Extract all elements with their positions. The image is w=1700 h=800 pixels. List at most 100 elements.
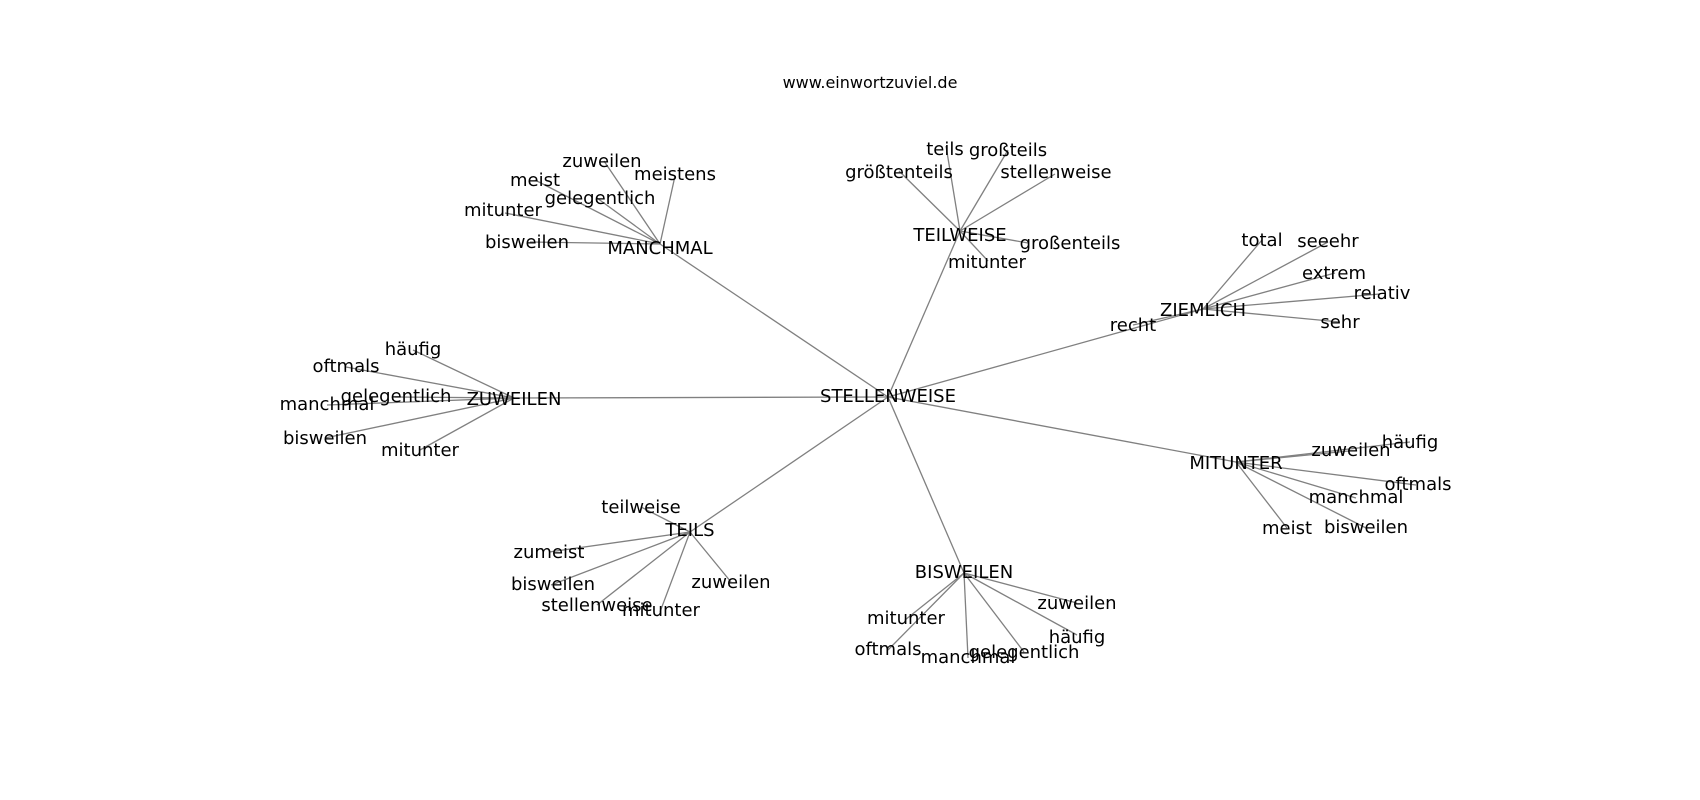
leaf-zuweilen-manchmal: manchmal [280, 394, 375, 415]
edge-center-teilweise [887, 230, 961, 398]
leaf-bisweilen-haeufig: häufig [1049, 627, 1106, 648]
edge-teils-stellenweise [596, 531, 691, 606]
cluster-label-zuweilen: ZUWEILEN [467, 389, 562, 410]
leaf-zuweilen-haeufig: häufig [385, 339, 442, 360]
node-labels: zuweilenmeistensmeistgelegentlichmitunte… [280, 139, 1452, 668]
cluster-label-ziemlich: ZIEMLICH [1160, 300, 1246, 321]
website-caption: www.einwortzuviel.de [783, 73, 958, 92]
edge-teilweise-mitunter [959, 230, 989, 262]
edge-manchmal-meistens [659, 175, 676, 245]
edge-zuweilen-manchmal [326, 397, 515, 406]
leaf-zuweilen-gelegentlich: gelegentlich [341, 386, 452, 407]
edge-manchmal-zuweilen [603, 160, 661, 245]
edge-mitunter-manchmal [1235, 461, 1357, 499]
edge-bisweilen-haeufig [963, 572, 1078, 636]
edge-mitunter-oftmals [1235, 461, 1417, 486]
edge-manchmal-mitunter [504, 212, 661, 245]
edge-bisweilen-zuweilen [963, 572, 1078, 604]
leaf-zuweilen-bisweilen: bisweilen [283, 428, 367, 449]
edge-center-mitunter [887, 396, 1237, 463]
leaf-manchmal-gelegentlich: gelegentlich [545, 188, 656, 209]
edge-center-manchmal [659, 243, 889, 398]
edge-teils-bisweilen [550, 531, 691, 586]
edge-teilweise-groesstenteils [898, 170, 961, 232]
edge-bisweilen-manchmal [963, 572, 969, 659]
edge-teilweise-stellenweise [959, 173, 1056, 232]
edge-zuweilen-mitunter [419, 397, 515, 451]
edge-bisweilen-oftmals [887, 572, 965, 651]
leaf-ziemlich-relativ: relativ [1354, 283, 1411, 304]
leaf-teils-mitunter: mitunter [622, 600, 701, 621]
edge-ziemlich-total [1202, 239, 1263, 310]
leaf-teils-stellenweise: stellenweise [541, 595, 652, 616]
leaf-teilweise-teils: teils [926, 139, 964, 160]
cluster-label-manchmal: MANCHMAL [607, 238, 712, 259]
leaf-bisweilen-mitunter: mitunter [867, 608, 946, 629]
leaf-teils-teilweise: teilweise [601, 497, 680, 518]
edge-ziemlich-seeehr [1202, 241, 1329, 310]
edge-mitunter-bisweilen [1235, 461, 1367, 529]
cluster-label-bisweilen: BISWEILEN [915, 562, 1013, 583]
edge-teilweise-grossteils [959, 149, 1009, 232]
leaf-ziemlich-extrem: extrem [1302, 263, 1366, 284]
edge-manchmal-meist [534, 179, 661, 245]
leaf-teilweise-grossteils: großteils [969, 140, 1047, 161]
edges [324, 145, 1417, 659]
cluster-label-teilweise: TEILWEISE [912, 225, 1006, 246]
leaf-manchmal-mitunter: mitunter [464, 200, 543, 221]
leaf-manchmal-meist: meist [510, 170, 560, 191]
leaf-mitunter-oftmals: oftmals [1384, 474, 1451, 495]
edge-teils-zuweilen [689, 531, 732, 583]
edge-manchmal-gelegentlich [596, 197, 661, 245]
edge-mitunter-meist [1235, 461, 1288, 529]
edge-bisweilen-gelegentlich [963, 572, 1025, 653]
leaf-bisweilen-zuweilen: zuweilen [1037, 593, 1116, 614]
edge-teils-zumeist [548, 531, 691, 553]
leaf-bisweilen-manchmal: manchmal [921, 647, 1016, 668]
leaf-teilweise-groesstenteils: größtenteils [845, 162, 953, 183]
leaf-ziemlich-total: total [1241, 230, 1282, 251]
edge-teilweise-teils [945, 145, 961, 232]
edge-mitunter-zuweilen [1235, 450, 1350, 463]
edge-center-ziemlich [887, 308, 1204, 398]
edge-ziemlich-extrem [1202, 272, 1336, 310]
edge-ziemlich-sehr [1202, 308, 1341, 323]
edge-bisweilen-mitunter [904, 572, 965, 621]
edge-center-zuweilen [513, 396, 889, 399]
leaf-manchmal-zuweilen: zuweilen [562, 151, 641, 172]
leaf-manchmal-meistens: meistens [634, 164, 716, 185]
leaf-ziemlich-seeehr: seeehr [1297, 231, 1359, 252]
leaf-mitunter-bisweilen: bisweilen [1324, 517, 1408, 538]
leaf-zuweilen-oftmals: oftmals [312, 356, 379, 377]
edge-ziemlich-recht [1132, 308, 1204, 326]
leaf-bisweilen-oftmals: oftmals [854, 639, 921, 660]
edge-zuweilen-haeufig [412, 349, 515, 399]
leaf-teils-bisweilen: bisweilen [511, 574, 595, 595]
leaf-teilweise-stellenweise: stellenweise [1000, 162, 1111, 183]
edge-teilweise-grossenteils [959, 230, 1029, 244]
edge-zuweilen-oftmals [345, 366, 515, 399]
leaf-zuweilen-mitunter: mitunter [381, 440, 460, 461]
leaf-mitunter-zuweilen: zuweilen [1311, 440, 1390, 461]
cluster-label-mitunter: MITUNTER [1189, 453, 1282, 474]
edge-teils-mitunter [659, 531, 691, 613]
leaf-teilweise-grossenteils: großenteils [1020, 233, 1121, 254]
edge-manchmal-bisweilen [529, 241, 661, 245]
leaf-teils-zuweilen: zuweilen [691, 572, 770, 593]
leaf-ziemlich-sehr: sehr [1320, 312, 1360, 333]
leaf-mitunter-haeufig: häufig [1382, 432, 1439, 453]
edge-zuweilen-gelegentlich [394, 396, 515, 399]
leaf-manchmal-bisweilen: bisweilen [485, 232, 569, 253]
leaf-ziemlich-recht: recht [1110, 315, 1156, 336]
leaf-mitunter-manchmal: manchmal [1309, 487, 1404, 508]
leaf-mitunter-meist: meist [1262, 518, 1312, 539]
edge-center-teils [689, 396, 889, 533]
cluster-label-teils: TEILS [664, 520, 714, 541]
leaf-bisweilen-gelegentlich: gelegentlich [969, 642, 1080, 663]
leaf-teilweise-mitunter: mitunter [948, 252, 1027, 273]
edge-zuweilen-bisweilen [324, 397, 515, 439]
edge-teils-teilweise [640, 506, 691, 533]
leaf-teils-zumeist: zumeist [514, 542, 585, 563]
center-node-label: STELLENWEISE [820, 386, 956, 407]
